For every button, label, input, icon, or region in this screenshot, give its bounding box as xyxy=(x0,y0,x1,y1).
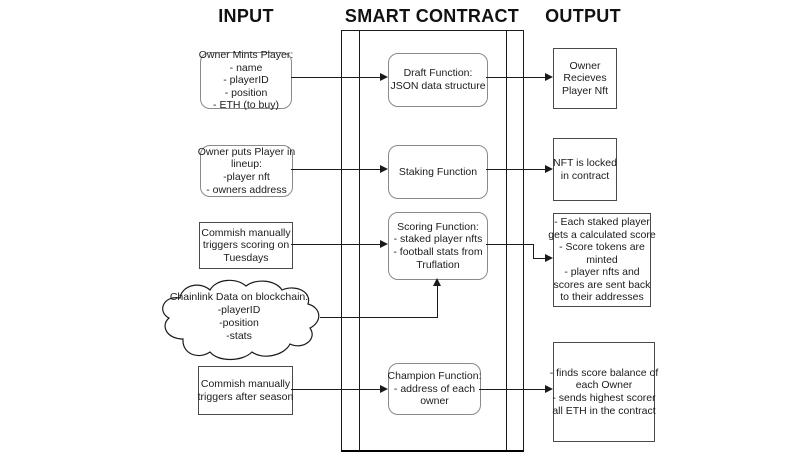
node-champion-output: - finds score balance of each Owner - se… xyxy=(550,342,658,442)
node-mint-input-text: Owner Mints Player: - name - playerID - … xyxy=(198,49,294,112)
column-header-output: OUTPUT xyxy=(545,6,621,26)
cloud-chainlink-data: Chainlink Data on blockchain: -playerID … xyxy=(153,275,325,365)
column-header-input: INPUT xyxy=(218,6,274,26)
lane-inner-wall-right xyxy=(506,30,507,450)
line-trigger-to-scoring xyxy=(291,244,380,245)
node-mint-input: Owner Mints Player: - name - playerID - … xyxy=(198,49,294,112)
node-scoring-function: Scoring Function: - staked player nfts -… xyxy=(388,212,488,280)
line-trigger-to-champion xyxy=(291,389,380,390)
node-lineup-input-text: Owner puts Player in lineup: -player nft… xyxy=(197,145,296,196)
node-scoring-output-text: - Each staked player gets a calculated s… xyxy=(548,215,656,304)
arrowhead-staking-to-output xyxy=(545,165,553,173)
arrowhead-trigger-to-champion xyxy=(380,385,388,393)
arrowhead-draft-to-output xyxy=(545,73,553,81)
arrowhead-mint-to-draft xyxy=(380,73,388,81)
cloud-chainlink-data-text: Chainlink Data on blockchain: -playerID … xyxy=(169,291,309,343)
node-scoring-function-text: Scoring Function: - staked player nfts -… xyxy=(393,220,483,271)
node-champion-output-text: - finds score balance of each Owner - se… xyxy=(549,366,659,417)
line-scoring-to-output-seg2 xyxy=(533,244,534,259)
line-cloud-to-scoring-seg1 xyxy=(320,317,438,318)
line-scoring-to-output-seg1 xyxy=(486,244,534,245)
node-scoring-trigger-text: Commish manually triggers scoring on Tue… xyxy=(201,226,291,264)
node-owner-receives-nft: Owner Recieves Player Nft xyxy=(553,48,617,109)
arrowhead-scoring-to-output xyxy=(545,254,553,262)
line-champion-to-output xyxy=(479,389,545,390)
node-scoring-trigger: Commish manually triggers scoring on Tue… xyxy=(199,222,293,269)
line-lineup-to-staking xyxy=(291,169,380,170)
node-draft-function-text: Draft Function: JSON data structure xyxy=(390,67,486,92)
line-mint-to-draft xyxy=(291,77,380,78)
arrowhead-champion-to-output xyxy=(545,385,553,393)
node-owner-receives-nft-text: Owner Recieves Player Nft xyxy=(561,59,609,97)
node-staking-function-text: Staking Function xyxy=(398,165,478,178)
lane-inner-wall-left xyxy=(359,30,360,450)
node-scoring-output: - Each staked player gets a calculated s… xyxy=(548,213,656,307)
node-nft-locked: NFT is locked in contract xyxy=(553,138,617,201)
node-nft-locked-text: NFT is locked in contract xyxy=(553,156,617,182)
smart-contract-lane xyxy=(341,30,524,452)
line-draft-to-output xyxy=(486,77,545,78)
node-champion-function: Champion Function: - address of each own… xyxy=(388,363,481,415)
node-lineup-input: Owner puts Player in lineup: -player nft… xyxy=(197,145,296,197)
node-draft-function: Draft Function: JSON data structure xyxy=(388,53,488,107)
node-champion-function-text: Champion Function: - address of each own… xyxy=(387,370,482,408)
line-scoring-to-output-seg3 xyxy=(533,258,545,259)
node-staking-function: Staking Function xyxy=(388,145,488,199)
line-staking-to-output xyxy=(486,169,545,170)
column-header-smart-contract: SMART CONTRACT xyxy=(344,6,520,26)
arrowhead-trigger-to-scoring xyxy=(380,240,388,248)
node-champion-trigger: Commish manually triggers after season xyxy=(198,366,293,415)
line-cloud-to-scoring-seg2 xyxy=(437,285,438,318)
arrowhead-cloud-to-scoring xyxy=(433,278,441,286)
cloud-shape-icon xyxy=(162,279,320,361)
arrowhead-lineup-to-staking xyxy=(380,165,388,173)
node-champion-trigger-text: Commish manually triggers after season xyxy=(197,377,294,403)
